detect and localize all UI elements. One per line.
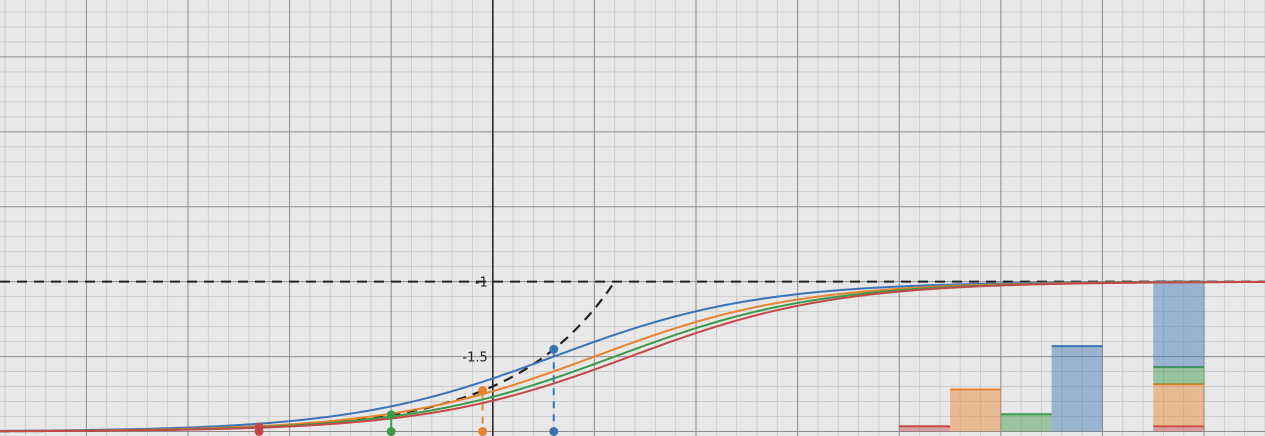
stacked-bar-segment xyxy=(1153,367,1205,385)
y-tick-label: -1.5 xyxy=(462,351,487,366)
stacked-bar-segment xyxy=(1153,281,1205,368)
point-marker[interactable] xyxy=(478,386,488,396)
point-drop-lines xyxy=(254,344,559,436)
bars-group xyxy=(899,280,1205,432)
point-foot-marker[interactable] xyxy=(254,427,264,436)
stacked-bar-segment xyxy=(1153,384,1205,427)
histogram-bar xyxy=(950,389,1001,432)
point-foot-marker[interactable] xyxy=(549,427,559,436)
series-curves xyxy=(0,280,1265,433)
histogram-bar xyxy=(899,426,951,432)
series-curve xyxy=(0,280,1265,433)
exponential-reference-curve xyxy=(0,284,614,433)
stacked-bar-segment xyxy=(1153,426,1205,432)
point-foot-marker[interactable] xyxy=(478,427,488,436)
point-foot-marker[interactable] xyxy=(386,427,396,436)
tick-labels: -1 -1.5 xyxy=(462,276,487,366)
point-marker[interactable] xyxy=(386,410,396,420)
histogram-bar xyxy=(1051,346,1103,432)
histogram-bar xyxy=(1000,414,1052,432)
point-marker[interactable] xyxy=(549,344,559,354)
y-tick-label: -1 xyxy=(475,276,488,291)
